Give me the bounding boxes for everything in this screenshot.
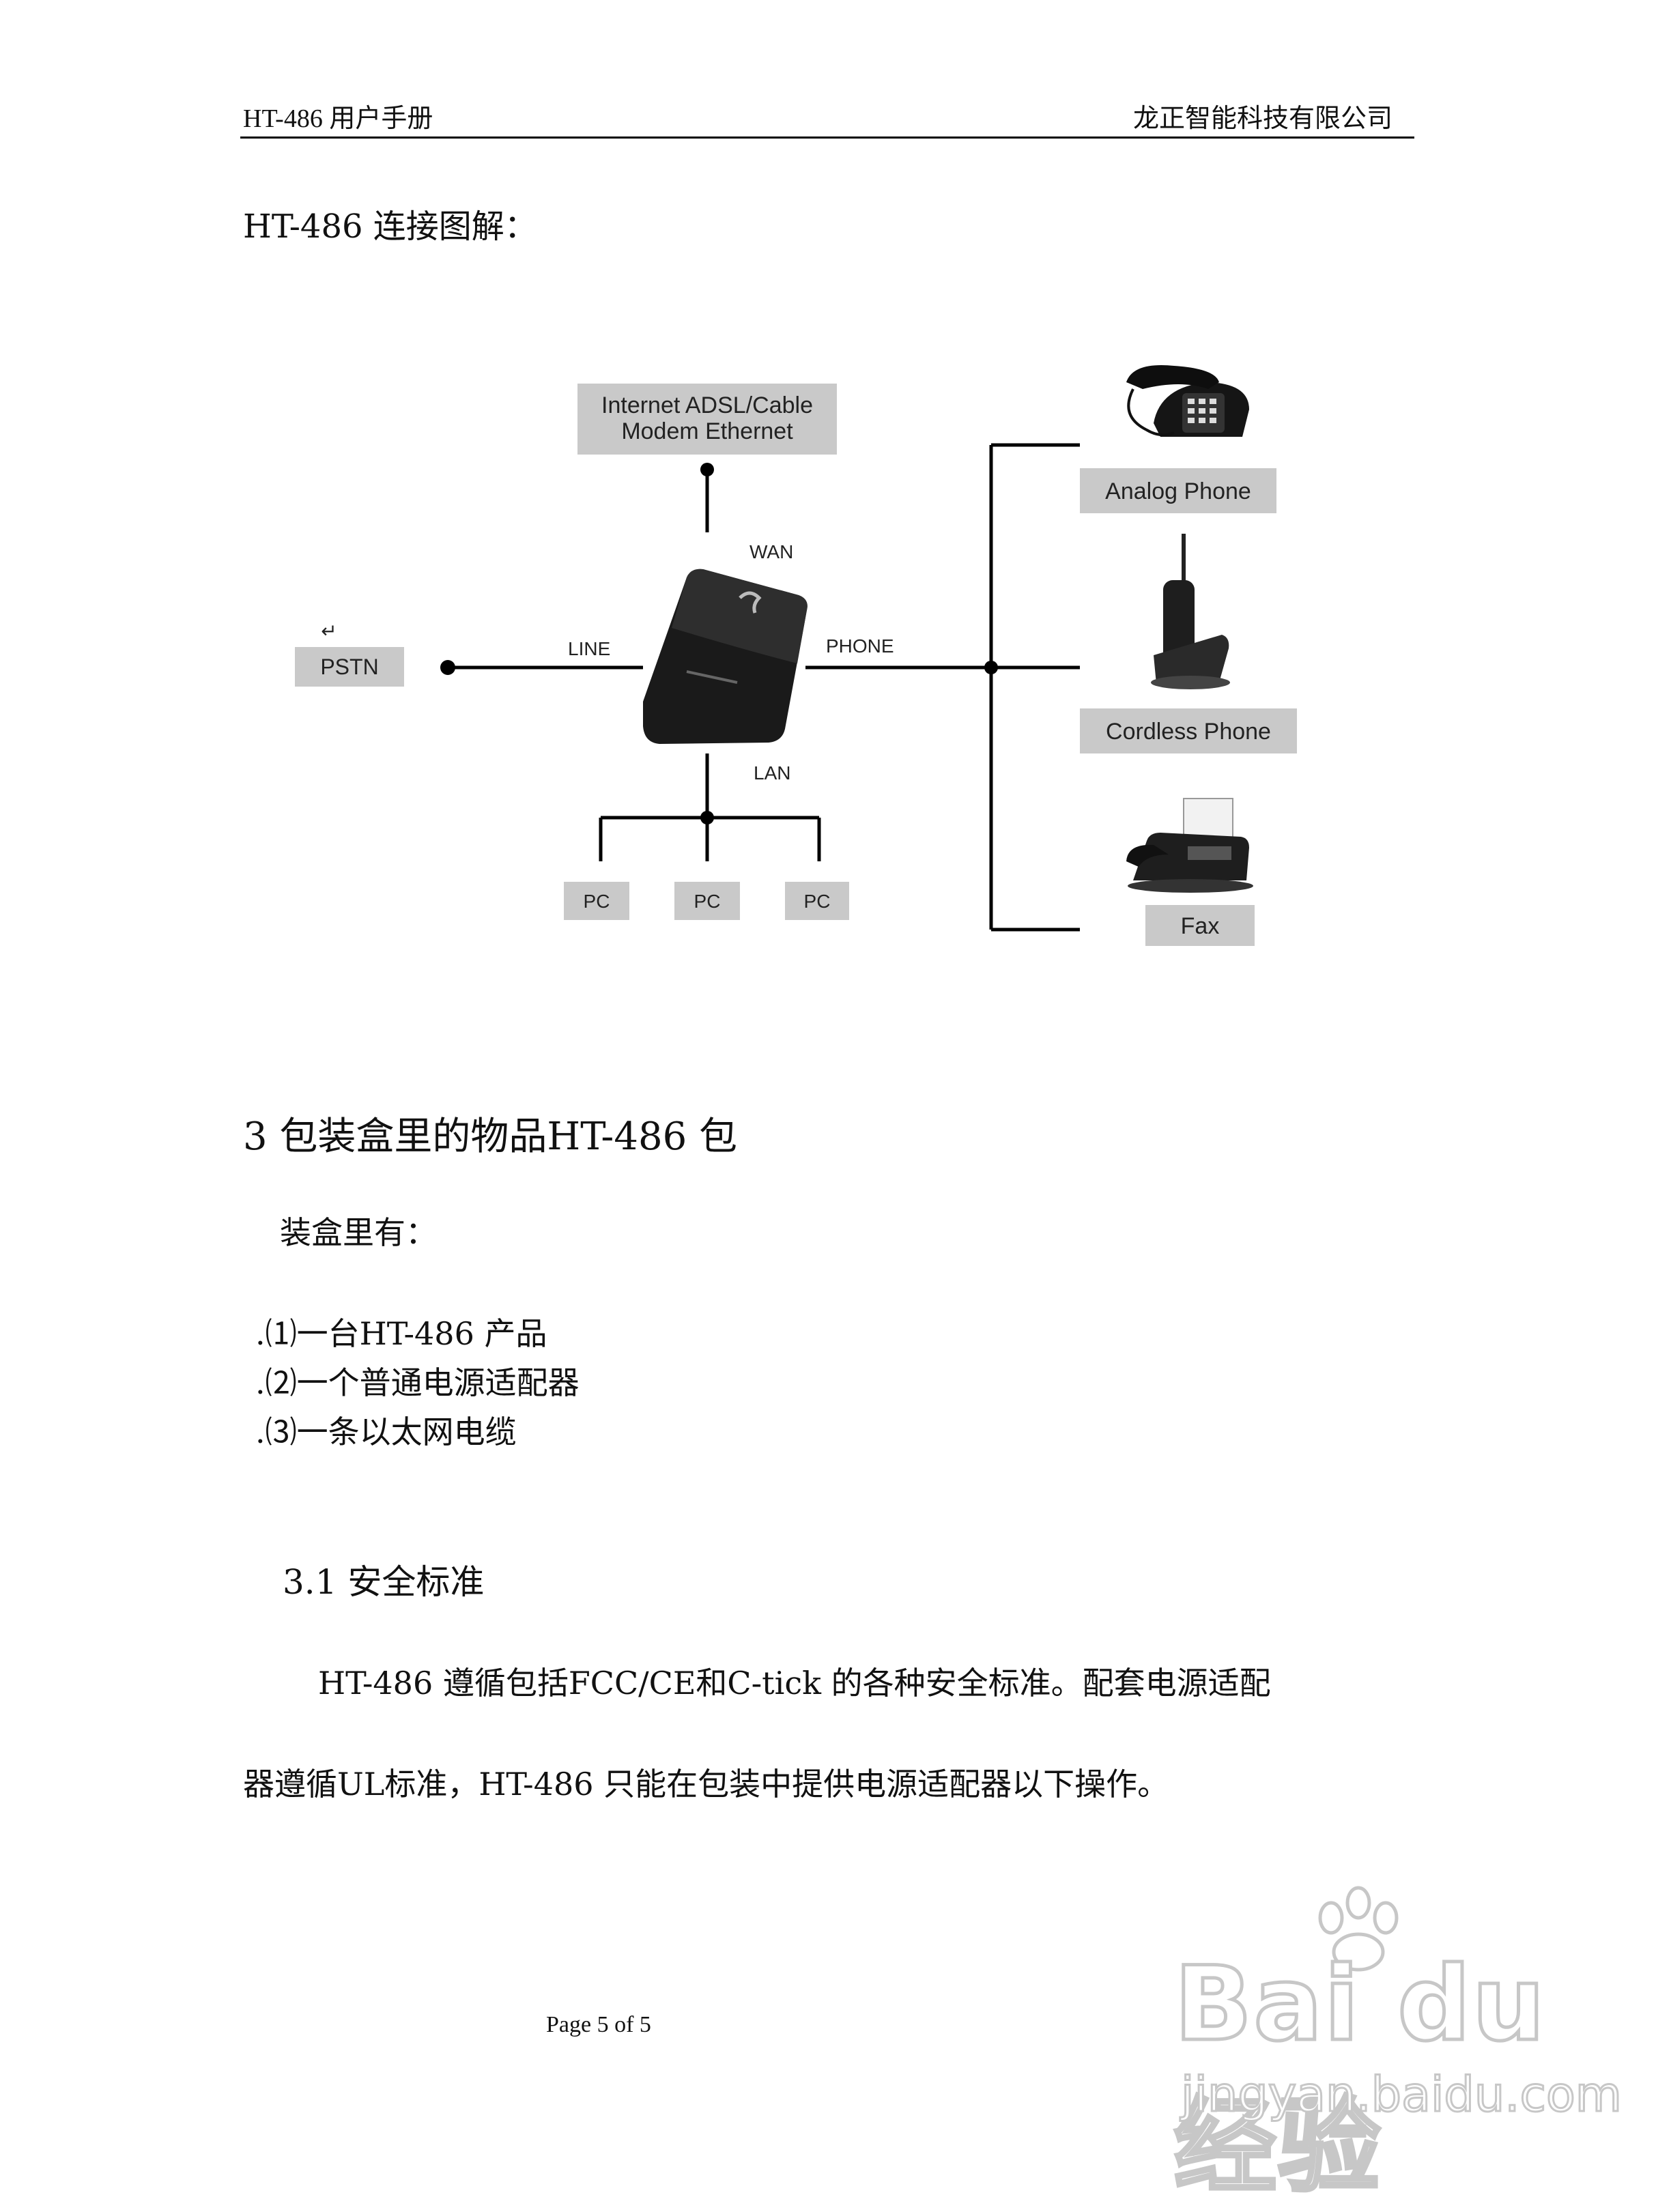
pstn-junction — [440, 660, 455, 675]
internet-label-line1: Internet ADSL/Cable — [601, 392, 813, 418]
phone-port-label: PHONE — [826, 635, 894, 657]
analog-phone-icon — [1126, 365, 1249, 437]
analog-phone-box — [1080, 468, 1276, 513]
baidu-watermark: Bai du 经验 jingyan.baidu.com — [1173, 1884, 1623, 2209]
section-3-1-heading: 3.1 安全标准 — [283, 1562, 485, 1602]
cordless-phone-label: Cordless Phone — [1106, 719, 1271, 745]
safety-paragraph-line1: HT-486 遵循包括FCC/CE和C-tick 的各种安全标准。配套电源适配 — [318, 1665, 1271, 1701]
fax-icon — [1126, 798, 1253, 893]
line-label: LINE — [568, 638, 610, 659]
section-3-heading: 3 包装盒里的物品HT-486 包 — [243, 1115, 738, 1159]
pc-box-1 — [564, 882, 629, 920]
pc-box-3 — [785, 882, 849, 920]
fax-label: Fax — [1181, 913, 1220, 939]
diagram-title: HT-486 连接图解： — [243, 207, 537, 246]
cordless-phone-icon — [1151, 534, 1230, 689]
diagram-lines — [444, 443, 1080, 932]
page-number: Page 5 of 5 — [546, 2012, 651, 2037]
pstn-label: PSTN — [320, 655, 378, 679]
package-item-3: .⑶一条以太网电缆 — [255, 1413, 517, 1450]
pc-label-1: PC — [584, 891, 610, 912]
header-right: 龙正智能科技有限公司 — [1132, 104, 1392, 133]
lan-label: LAN — [754, 762, 790, 784]
connection-diagram: Internet ADSL/Cable Modem Ethernet WAN L… — [295, 365, 1297, 946]
phone-junction — [984, 661, 998, 674]
pc-label-2: PC — [694, 891, 721, 912]
fax-box — [1145, 905, 1255, 946]
paw-icon — [1318, 1886, 1399, 1972]
pstn-box — [295, 647, 404, 687]
header-left: HT-486 用户手册 — [243, 104, 433, 133]
lan-junction — [700, 811, 714, 824]
internet-box — [577, 384, 837, 455]
cordless-phone-box — [1080, 708, 1297, 753]
wan-label: WAN — [749, 541, 793, 562]
package-item-2: .⑵一个普通电源适配器 — [255, 1364, 580, 1401]
wan-junction — [700, 463, 714, 476]
internet-label-line2: Modem Ethernet — [621, 418, 793, 444]
section-3-intro: 装盒里有： — [280, 1214, 437, 1251]
pc-box-2 — [674, 882, 740, 920]
watermark-url: jingyan.baidu.com — [1180, 2066, 1623, 2124]
pc-label-3: PC — [804, 891, 831, 912]
header-divider — [240, 137, 1414, 139]
analog-phone-label: Analog Phone — [1105, 478, 1251, 504]
safety-paragraph-line2: 器遵循UL标准，HT-486 只能在包装中提供电源适配器以下操作。 — [243, 1766, 1169, 1802]
package-item-1: .⑴一台HT-486 产品 — [255, 1315, 547, 1352]
ht486-device-image — [643, 569, 808, 744]
return-glyph: ↵ — [321, 620, 337, 642]
